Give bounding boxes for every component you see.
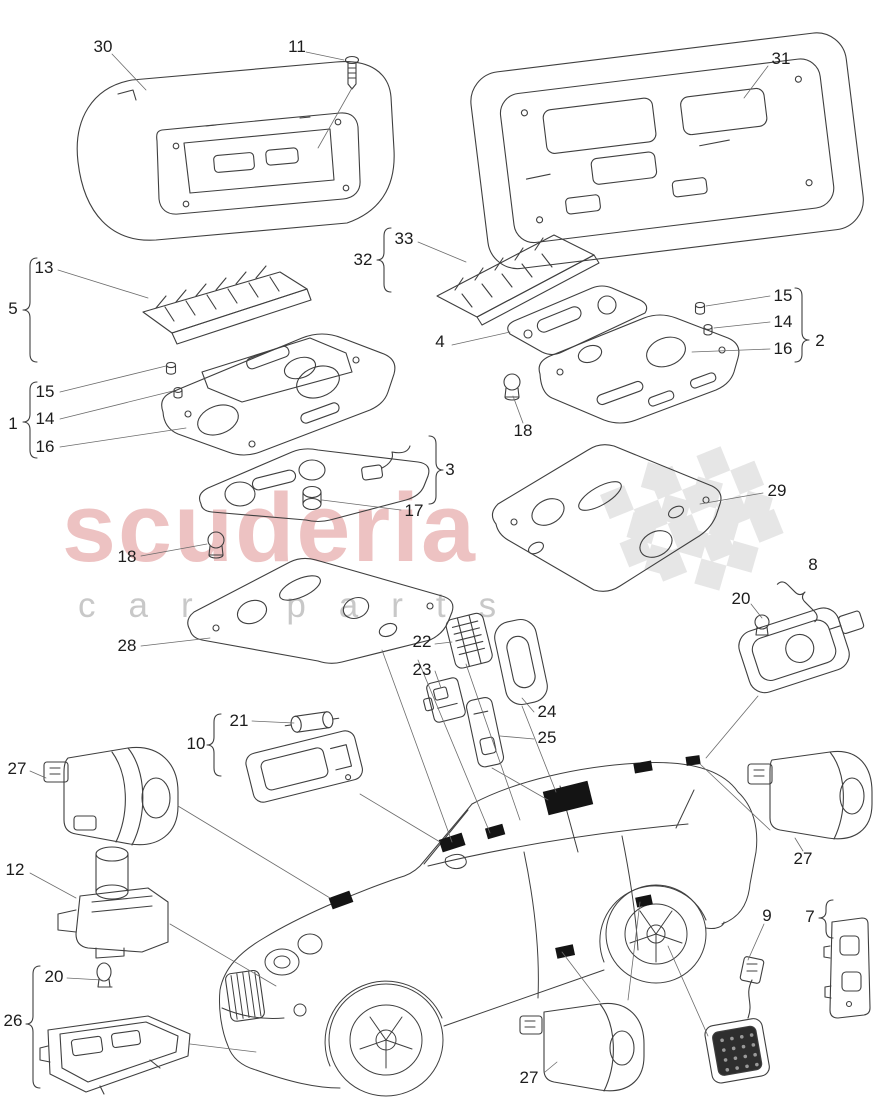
watermark-subtitle: car parts xyxy=(78,586,530,625)
part-18-bulb-center xyxy=(503,373,521,401)
part-10-lamp-base xyxy=(245,730,363,803)
callout-22: 22 xyxy=(412,632,432,651)
callout-16-left: 16 xyxy=(35,437,55,456)
part-25-bracket xyxy=(465,697,505,768)
callout-24: 24 xyxy=(537,702,557,721)
callout-27-right: 27 xyxy=(793,849,813,868)
callout-8: 8 xyxy=(808,555,818,574)
callout-12: 12 xyxy=(5,860,25,879)
callout-18-left: 18 xyxy=(117,547,137,566)
part-21-festoon-bulb xyxy=(284,711,340,733)
part-3-lamp-frame xyxy=(199,445,430,523)
car-illustration xyxy=(219,755,758,1097)
callout-25: 25 xyxy=(537,728,557,747)
callout-32: 32 xyxy=(353,250,373,269)
part-26-lamp-housing xyxy=(39,1015,191,1095)
callout-30: 30 xyxy=(93,37,113,56)
part-30-roof-console-trim xyxy=(76,61,395,241)
callout-16-right: 16 xyxy=(773,339,793,358)
part-32-33-bracket xyxy=(436,234,600,326)
callout-9: 9 xyxy=(762,906,772,925)
part-8-lamp-unit xyxy=(738,607,865,694)
callout-21: 21 xyxy=(229,711,249,730)
callout-5: 5 xyxy=(8,299,18,318)
callout-28: 28 xyxy=(117,636,137,655)
part-14-fastener-left xyxy=(173,387,183,399)
part-20-bulb-bottom xyxy=(96,962,113,988)
callout-26: 26 xyxy=(3,1011,23,1030)
part-20-bulb-top xyxy=(754,614,770,636)
callout-20-bottom: 20 xyxy=(44,967,64,986)
part-13-bracket xyxy=(142,265,312,345)
callout-4: 4 xyxy=(435,332,445,351)
part-31-roof-panel xyxy=(470,32,864,270)
callout-1: 1 xyxy=(8,414,18,433)
callout-29: 29 xyxy=(767,481,787,500)
part-29-gasket-plate xyxy=(491,444,722,592)
part-18-bulb-left xyxy=(207,531,225,559)
callout-braces xyxy=(22,227,834,1089)
callout-20-top: 20 xyxy=(731,589,751,608)
callout-27-left: 27 xyxy=(7,759,27,778)
part-22-sensor xyxy=(445,612,493,669)
part-17-bulb-socket xyxy=(302,485,322,511)
callout-14-left: 14 xyxy=(35,409,55,428)
callout-10: 10 xyxy=(186,734,206,753)
part-27-lamp-left xyxy=(43,746,179,846)
leader-lines xyxy=(29,51,804,1073)
callout-17: 17 xyxy=(404,501,424,520)
callout-27-bottom: 27 xyxy=(519,1068,539,1087)
watermark-title: scuderia xyxy=(62,473,477,582)
callout-15-right: 15 xyxy=(773,286,793,305)
callout-13: 13 xyxy=(34,258,54,277)
callout-2: 2 xyxy=(815,331,825,350)
part-1-console-assembly xyxy=(161,333,396,456)
callout-23: 23 xyxy=(412,660,432,679)
part-15-fastener-right xyxy=(694,301,706,315)
part-11-screw xyxy=(344,55,360,90)
part-28-gasket-plate xyxy=(187,557,454,664)
callout-33: 33 xyxy=(394,229,414,248)
part-14-fastener-right xyxy=(703,324,713,336)
part-27-lamp-bottom xyxy=(519,1002,645,1092)
part-15-fastener-left xyxy=(165,361,177,375)
part-12-sensor-unit xyxy=(57,846,169,959)
callout-15-left: 15 xyxy=(35,382,55,401)
part-27-lamp-right xyxy=(747,750,873,840)
part-24-bezel xyxy=(494,618,548,706)
callout-31: 31 xyxy=(771,49,791,68)
callout-7: 7 xyxy=(805,907,815,926)
callout-14-right: 14 xyxy=(773,312,793,331)
callout-18-center: 18 xyxy=(513,421,533,440)
part-2-console-plate xyxy=(538,314,740,424)
callout-11: 11 xyxy=(288,37,306,56)
part-9-switch-unit xyxy=(704,956,770,1084)
callout-3: 3 xyxy=(445,460,455,479)
part-7-bracket-plate xyxy=(823,917,871,1019)
part-23-sensor xyxy=(423,677,466,723)
part-4-gasket xyxy=(507,285,648,356)
